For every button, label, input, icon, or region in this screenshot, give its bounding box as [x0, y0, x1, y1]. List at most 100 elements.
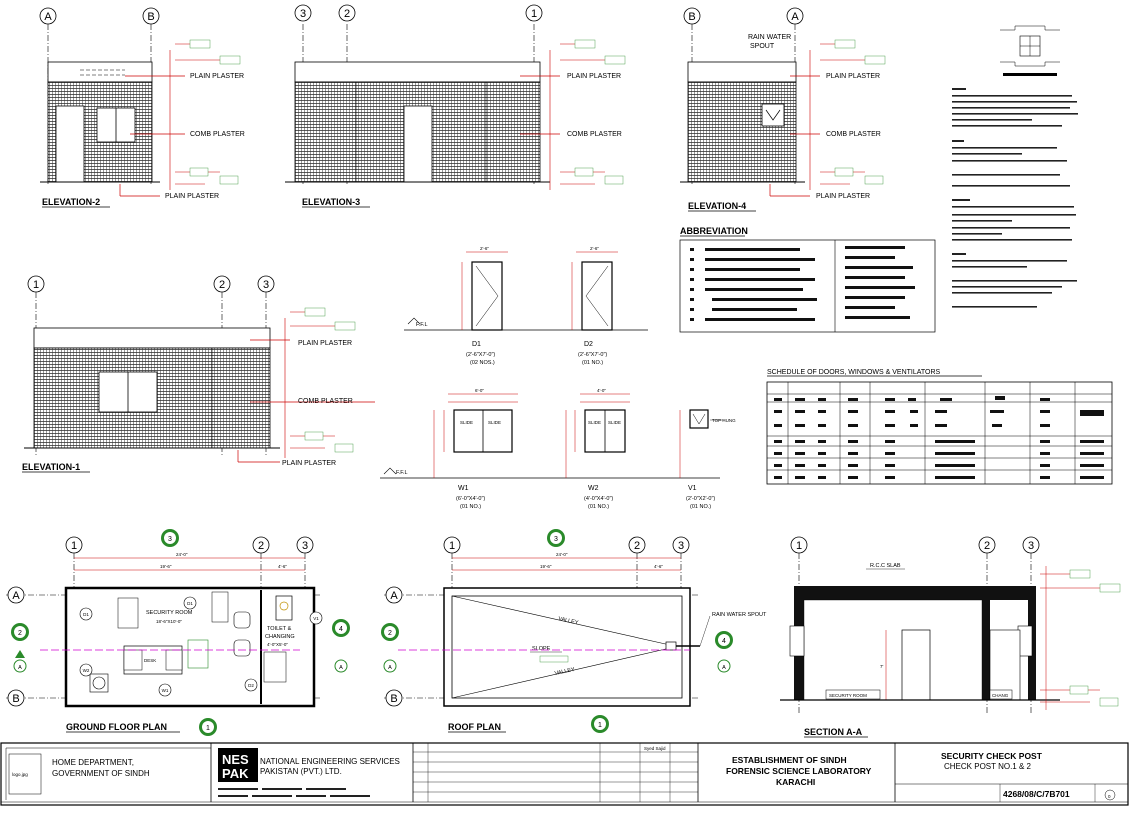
grid-bubble-1: 1: [71, 540, 77, 552]
security-room-label: SECURITY ROOM: [146, 610, 193, 616]
plain-plaster-bottom-label: PLAIN PLASTER: [816, 193, 870, 200]
d1-size: (2'-6"X7'-0"): [466, 352, 495, 358]
height-dimension: 7': [880, 664, 884, 669]
elevation-1: 1 2 3 PLAIN PLASTER COMB PLASTER PLAIN P…: [22, 275, 375, 473]
comb-plaster-label: COMB PLASTER: [298, 398, 353, 405]
roof-section-marker-a: A: [388, 665, 392, 671]
left-dimension: 19'-6": [160, 564, 172, 569]
elevation-marker-4: 4: [339, 626, 343, 633]
comb-plaster-label: COMB PLASTER: [190, 131, 245, 138]
roof-plan: 1 2 3 A B 24'-0" 19'-6" 4'-6" RAIN WATER…: [381, 529, 767, 733]
valley-label-bottom: VALLEY: [554, 667, 576, 677]
rain-water-spout-label: RAIN WATER SPOUT: [712, 612, 767, 618]
grid-bubble-b: B: [147, 11, 154, 23]
grid-bubble-b: B: [12, 693, 19, 705]
d2-qty: (01 NO.): [582, 360, 603, 366]
grid-bubble-1: 1: [33, 279, 39, 291]
abbreviation-title: ABBREVIATION: [680, 226, 748, 236]
v1-size: (2'-0"X2'-0"): [686, 496, 715, 502]
grid-bubble-a: A: [12, 590, 20, 602]
elevation-marker-3: 3: [168, 536, 172, 543]
v1-hinge: TOP HUNG: [712, 418, 736, 423]
logo-placeholder: logo.jpg: [12, 772, 28, 777]
elevation-marker-1: 1: [206, 725, 210, 732]
toilet-label-1: TOILET &: [267, 626, 292, 632]
grid-bubble-3: 3: [1028, 540, 1034, 552]
elevation-3-title: ELEVATION-3: [302, 197, 360, 207]
section-title: SECTION A-A: [804, 727, 863, 737]
grid-bubble-1: 1: [531, 8, 537, 20]
d1-qty: (02 NOS.): [470, 360, 495, 366]
plain-plaster-label: PLAIN PLASTER: [567, 73, 621, 80]
ground-floor-plan-title: GROUND FLOOR PLAN: [66, 722, 167, 732]
project-line-3: KARACHI: [776, 777, 815, 787]
roof-left-dimension: 19'-6": [540, 564, 552, 569]
tag-d1: D1: [83, 612, 89, 617]
valley-label-top: VALLEY: [558, 616, 580, 626]
w1-pane-1: SLIDE: [460, 420, 473, 425]
tag-v1: V1: [313, 616, 319, 621]
tag-w2: W2: [83, 668, 90, 673]
grid-bubble-1: 1: [796, 540, 802, 552]
comb-plaster-label: COMB PLASTER: [826, 131, 881, 138]
grid-bubble-3: 3: [678, 540, 684, 552]
security-room-size: 18'-6"X10'-0": [156, 619, 182, 624]
w2-size: (4'-0"X4'-0"): [584, 496, 613, 502]
elevation-2: A B PLAIN PLASTER COMB PLASTER PLAIN PLA…: [39, 7, 245, 208]
comb-plaster-label: COMB PLASTER: [567, 131, 622, 138]
grid-bubble-3: 3: [302, 540, 308, 552]
schedule-table: SCHEDULE OF DOORS, WINDOWS & VENTILATORS: [766, 369, 1113, 485]
desk-label: DESK: [144, 658, 156, 663]
w1-width: 6'-0": [475, 388, 484, 393]
project-line-1: ESTABLISHMENT OF SINDH: [732, 755, 847, 765]
ffl-label: F.F.L: [396, 470, 408, 476]
w1-pane-2: SLIDE: [488, 420, 501, 425]
drawing-title-1: SECURITY CHECK POST: [941, 751, 1043, 761]
d2-name: D2: [584, 341, 593, 348]
elevation-1-title: ELEVATION-1: [22, 462, 80, 472]
toilet-size: 4'-0"X5'-0": [267, 642, 288, 647]
tag-w1: W1: [162, 688, 169, 693]
consultant-line-1: NATIONAL ENGINEERING SERVICES: [260, 757, 400, 766]
w2-pane-2: SLIDE: [608, 420, 621, 425]
tag-d2: D2: [248, 683, 254, 688]
elevation-marker-2: 2: [18, 630, 22, 637]
grid-bubble-2: 2: [219, 279, 225, 291]
grid-bubble-a: A: [390, 590, 398, 602]
grid-bubble-3: 3: [300, 8, 306, 20]
plain-plaster-label: PLAIN PLASTER: [190, 73, 244, 80]
client-line-2: GOVERNMENT OF SINDH: [52, 769, 150, 778]
grid-bubble-2: 2: [258, 540, 264, 552]
elevation-4: B A RAIN WATER SPOUT PLAIN PLASTER COMB …: [680, 7, 886, 212]
w2-width: 4'-0": [597, 388, 606, 393]
d2-width: 2'-6": [590, 246, 599, 251]
w1-size: (6'-0"X4'-0"): [456, 496, 485, 502]
revision-number: 0: [1108, 794, 1111, 799]
slope-label: SLOPE: [532, 646, 551, 652]
roof-elevation-marker-2: 2: [388, 630, 392, 637]
roof-section-marker-a-right: A: [722, 665, 726, 671]
w2-qty: (01 NO.): [588, 504, 609, 510]
grid-bubble-1: 1: [449, 540, 455, 552]
door-details: F.F.L 2'-6" D1 (2'-6"X7'-0") (02 NOS.) 2…: [404, 246, 648, 366]
specification-notes: [952, 25, 1078, 308]
roof-elevation-marker-3: 3: [554, 536, 558, 543]
schedule-title: SCHEDULE OF DOORS, WINDOWS & VENTILATORS: [767, 369, 941, 376]
plain-plaster-bottom-label: PLAIN PLASTER: [282, 460, 336, 467]
roof-right-dimension: 4'-6": [654, 564, 663, 569]
v1-name: V1: [688, 485, 697, 492]
changing-section-label: CHANG: [992, 693, 1009, 698]
right-dimension: 4'-6": [278, 564, 287, 569]
grid-bubble-b: B: [688, 11, 695, 23]
ground-floor-plan: 1 2 3 A B 24'-0" 19'-6" 4'-6" DESK SECUR…: [6, 529, 350, 736]
spout-label: SPOUT: [750, 43, 775, 50]
tag-d1-2: D1: [187, 601, 193, 606]
toilet-label-2: CHANGING: [265, 634, 295, 640]
grid-bubble-3: 3: [263, 279, 269, 291]
elevation-4-title: ELEVATION-4: [688, 201, 746, 211]
roof-overall-dimension: 24'-0": [556, 552, 568, 557]
drawing-number: 4268/08/C/7B701: [1003, 789, 1070, 799]
plain-plaster-label: PLAIN PLASTER: [826, 73, 880, 80]
d2-size: (2'-6"X7'-0"): [578, 352, 607, 358]
